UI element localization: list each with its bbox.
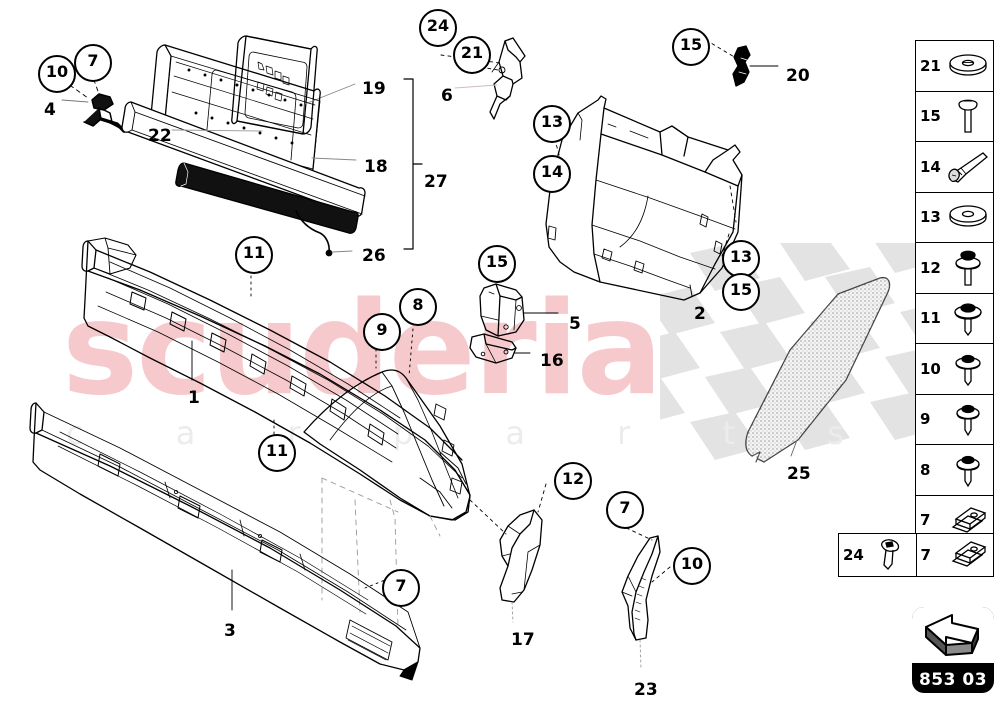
part-17-bracket — [499, 509, 543, 603]
legend-cell-7-wide[interactable]: 7 — [915, 534, 994, 576]
legend-row-14[interactable]: 14 — [916, 142, 993, 193]
part-6-bracket — [489, 37, 526, 120]
callout-7-bottom[interactable]: 7 — [382, 569, 420, 607]
drive-rivet-icon — [865, 534, 916, 576]
part-3-rocker-cover — [29, 402, 421, 681]
part-23-bracket — [621, 535, 661, 641]
label-17: 17 — [511, 630, 535, 650]
callout-11-upper[interactable]: 11 — [235, 236, 273, 274]
legend-row-8[interactable]: 8 — [916, 445, 993, 496]
part-2-rear-panel — [545, 95, 743, 301]
label-27: 27 — [424, 172, 448, 192]
push-rivet-clip-icon-8 — [942, 445, 993, 495]
label-4: 4 — [44, 100, 56, 120]
legend-row-10[interactable]: 10 — [916, 344, 993, 395]
pan-head-bolt-icon — [942, 92, 993, 142]
callout-21[interactable]: 21 — [453, 36, 491, 74]
bracket-27 — [403, 78, 423, 250]
callout-7-lower[interactable]: 7 — [606, 491, 644, 529]
legend-number-8: 8 — [920, 460, 931, 479]
washer-flat-icon — [942, 41, 993, 91]
label-16: 16 — [540, 351, 564, 371]
legend-number-24: 24 — [843, 546, 864, 564]
label-20: 20 — [786, 66, 810, 86]
part-19-trim-insert — [231, 35, 318, 135]
callout-14[interactable]: 14 — [533, 155, 571, 193]
part-18-sill-trim — [149, 44, 321, 176]
part-25-insulation-pad — [745, 276, 891, 463]
fastener-legend-wide-row: 24 7 — [838, 533, 994, 577]
part-26-wire — [295, 210, 333, 257]
legend-number-12: 12 — [920, 258, 941, 277]
label-26: 26 — [362, 246, 386, 266]
callout-12[interactable]: 12 — [554, 462, 592, 500]
reference-badge[interactable]: 853 03 — [912, 607, 994, 693]
legend-cell-24[interactable]: 24 — [839, 534, 916, 576]
legend-row-13[interactable]: 13 — [916, 193, 993, 243]
callout-9[interactable]: 9 — [363, 313, 401, 351]
callout-13[interactable]: 13 — [533, 105, 571, 143]
legend-number-15: 15 — [920, 107, 941, 126]
callout-15[interactable]: 15 — [672, 28, 710, 66]
legend-number-14: 14 — [920, 157, 941, 176]
label-18: 18 — [364, 157, 388, 177]
label-3: 3 — [224, 621, 236, 641]
legend-row-12[interactable]: 12 — [916, 243, 993, 294]
callout-24[interactable]: 24 — [419, 9, 457, 47]
label-25: 25 — [787, 464, 811, 484]
fastener-legend-table: 21 15 14 — [915, 40, 994, 546]
label-23: 23 — [634, 680, 658, 700]
push-rivet-clip-icon-10 — [942, 344, 993, 394]
label-5: 5 — [569, 314, 581, 334]
push-rivet-clip-icon-9 — [942, 395, 993, 445]
spring-nut-clip-icon — [942, 496, 993, 546]
washer-flat-icon-13 — [942, 193, 993, 243]
callout-10-lower[interactable]: 10 — [673, 547, 711, 585]
legend-row-11[interactable]: 11 — [916, 294, 993, 344]
part-1-rocker-panel — [81, 237, 471, 521]
reference-code: 853 03 — [918, 670, 988, 690]
push-rivet-clip-icon-11 — [942, 294, 993, 344]
legend-row-21[interactable]: 21 — [916, 41, 993, 92]
legend-number-10: 10 — [920, 359, 941, 378]
callout-15-right[interactable]: 15 — [722, 273, 760, 311]
hex-socket-bolt-icon — [942, 142, 993, 192]
callout-15-mid[interactable]: 15 — [478, 245, 516, 283]
label-19: 19 — [362, 79, 386, 99]
push-rivet-clip-icon-12 — [942, 243, 993, 293]
label-22: 22 — [148, 126, 172, 146]
part-4-bracket — [83, 93, 126, 133]
legend-number-11: 11 — [920, 309, 941, 328]
arrow-3d-icon — [912, 607, 994, 663]
part-26-seal-with-clip — [175, 162, 359, 234]
legend-row-9[interactable]: 9 — [916, 395, 993, 445]
legend-row-15[interactable]: 15 — [916, 92, 993, 142]
legend-number-9: 9 — [920, 410, 931, 429]
part-16-bracket — [469, 333, 517, 364]
callout-7[interactable]: 7 — [74, 44, 112, 82]
part-20-clip — [732, 45, 751, 87]
callout-10[interactable]: 10 — [38, 55, 76, 93]
part-9-rear-extension — [303, 369, 471, 521]
part-5-bracket — [479, 283, 525, 337]
label-1: 1 — [188, 388, 200, 408]
legend-number-7: 7 — [920, 511, 931, 530]
spring-nut-clip-icon-wide — [943, 534, 994, 576]
label-2: 2 — [694, 304, 706, 324]
callout-11-lower[interactable]: 11 — [258, 434, 296, 472]
legend-number-21: 21 — [920, 56, 941, 75]
label-6: 6 — [441, 86, 453, 106]
legend-number-7-wide: 7 — [920, 546, 931, 564]
legend-number-13: 13 — [920, 208, 941, 227]
callout-8[interactable]: 8 — [399, 288, 437, 326]
